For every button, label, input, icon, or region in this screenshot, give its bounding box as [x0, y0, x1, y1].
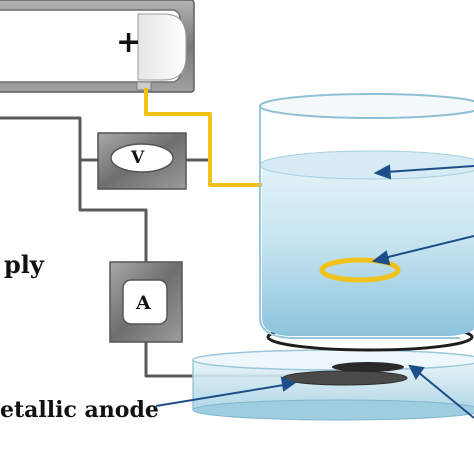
ammeter	[109, 261, 183, 343]
label-arrows	[155, 164, 474, 419]
ammeter-display	[122, 279, 168, 325]
anode-sample	[332, 362, 404, 372]
arrow-cathode-line	[383, 235, 474, 259]
voltmeter-label: V	[131, 148, 145, 168]
wire-supply-to-ammeter	[0, 116, 148, 262]
metallic-anode-plate	[282, 370, 408, 386]
arrow-anode-right-line	[417, 371, 474, 419]
power-supply	[0, 0, 195, 93]
beaker-water	[262, 165, 474, 336]
lower-tank-bottom	[192, 399, 474, 421]
arrow-water-head	[373, 164, 392, 180]
beaker	[259, 93, 474, 339]
arrow-water-line	[385, 165, 474, 173]
cathode-ring	[319, 257, 401, 283]
arrow-cathode-head	[371, 250, 391, 266]
beaker-rim	[259, 93, 474, 119]
beaker-wall	[259, 106, 460, 339]
voltmeter	[97, 132, 187, 190]
positive-terminal-block	[137, 13, 187, 81]
ammeter-label: A	[136, 292, 151, 314]
lower-tank	[192, 349, 474, 421]
voltmeter-dial	[110, 143, 174, 173]
water-surface	[259, 150, 474, 180]
arrow-anode-left-line	[155, 384, 285, 407]
metallic-anode-label: etallic anode	[0, 397, 159, 423]
arrow-anode-left-head	[280, 376, 297, 392]
arrow-anode-right-head	[408, 364, 425, 380]
positive-terminal-label: +	[116, 25, 142, 60]
power-supply-label: ply	[4, 250, 44, 279]
